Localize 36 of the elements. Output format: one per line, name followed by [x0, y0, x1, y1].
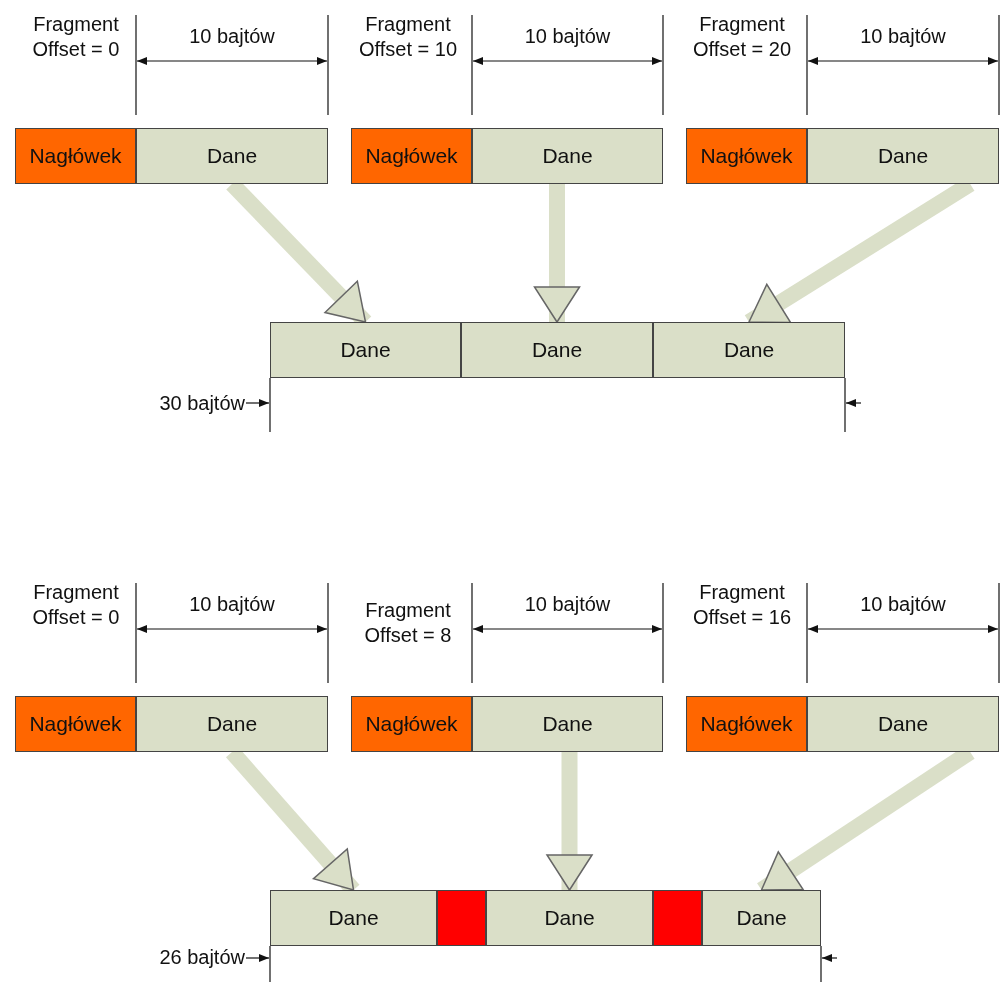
- data-block: Dane: [136, 696, 328, 752]
- filled-block: [437, 890, 486, 946]
- data-block: Dane: [461, 322, 653, 378]
- filled-block: [653, 890, 702, 946]
- block-arrow: [533, 184, 581, 323]
- header-block: Nagłówek: [15, 696, 136, 752]
- data-block: Dane: [653, 322, 845, 378]
- data-block: Dane: [807, 128, 999, 184]
- data-block: Dane: [702, 890, 821, 946]
- offset-label: Fragment Offset = 8: [363, 598, 453, 648]
- data-block: Dane: [270, 890, 437, 946]
- dimension-label: 10 bajtów: [859, 592, 947, 617]
- header-block: Nagłówek: [686, 128, 807, 184]
- dimension-label: 26 bajtów: [158, 945, 245, 970]
- offset-label: Fragment Offset = 20: [692, 12, 792, 62]
- offset-label: Fragment Offset = 16: [692, 580, 792, 630]
- header-block: Nagłówek: [351, 696, 472, 752]
- dimension-label: 30 bajtów: [158, 391, 245, 416]
- dimension-label: 10 bajtów: [523, 592, 612, 617]
- offset-label: Fragment Offset = 0: [31, 580, 121, 630]
- offset-label: Fragment Offset = 10: [358, 12, 458, 62]
- data-block: Dane: [270, 322, 461, 378]
- data-block: Dane: [472, 128, 663, 184]
- block-arrow: [546, 752, 593, 891]
- data-block: Dane: [136, 128, 328, 184]
- header-block: Nagłówek: [15, 128, 136, 184]
- data-block: Dane: [472, 696, 663, 752]
- header-block: Nagłówek: [686, 696, 807, 752]
- dimension-label: 10 bajtów: [188, 592, 276, 617]
- dimension-label: 10 bajtów: [523, 24, 612, 49]
- dimension-label: 10 bajtów: [859, 24, 947, 49]
- data-block: Dane: [486, 890, 653, 946]
- header-block: Nagłówek: [351, 128, 472, 184]
- dimension-label: 10 bajtów: [188, 24, 276, 49]
- offset-label: Fragment Offset = 0: [31, 12, 121, 62]
- data-block: Dane: [807, 696, 999, 752]
